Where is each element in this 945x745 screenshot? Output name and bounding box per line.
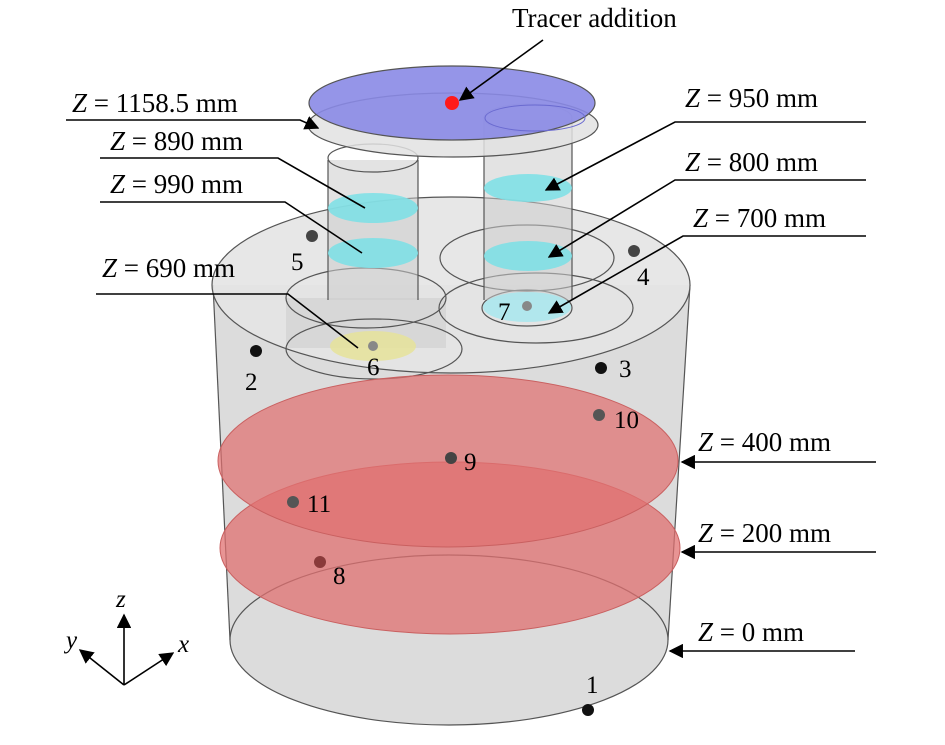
sensor-dot-5 bbox=[306, 230, 318, 242]
x-axis-label: x bbox=[177, 631, 189, 658]
plane-label-400: Z = 400 mm bbox=[698, 427, 831, 457]
plane-label-990: Z = 990 mm bbox=[110, 169, 243, 199]
y-axis bbox=[78, 649, 125, 686]
y-axis-label: y bbox=[63, 627, 78, 654]
sensor-dot-10 bbox=[593, 409, 605, 421]
sensor-dot-3 bbox=[595, 362, 607, 374]
sensor-labels: 1 2 3 4 5 6 7 8 9 10 11 bbox=[245, 249, 650, 699]
sensor-label-7: 7 bbox=[498, 299, 511, 326]
plane-leader-690 bbox=[96, 293, 359, 349]
sensor-dot-7 bbox=[522, 301, 532, 311]
plane-leader-890 bbox=[100, 157, 366, 209]
plane-label-700: Z = 700 mm bbox=[693, 203, 826, 233]
plane-label-200: Z = 200 mm bbox=[698, 518, 831, 548]
sensor-label-3: 3 bbox=[619, 356, 632, 383]
plane-label-890: Z = 890 mm bbox=[110, 126, 243, 156]
tracer-addition-label: Tracer addition bbox=[512, 3, 677, 33]
sensor-label-9: 9 bbox=[464, 449, 477, 476]
plane-label-690: Z = 690 mm bbox=[102, 253, 235, 283]
plane-label-0: Z = 0 mm bbox=[698, 617, 804, 647]
plane-leader-1158-5 bbox=[66, 116, 320, 130]
sensor-label-10: 10 bbox=[614, 407, 639, 434]
red-planes bbox=[217, 374, 681, 635]
tracer-arrow bbox=[458, 39, 544, 101]
sensor-dot-8 bbox=[314, 556, 326, 568]
plane-label-1158-5: Z = 1158.5 mm bbox=[72, 88, 238, 118]
x-axis bbox=[123, 652, 175, 686]
sensor-dot-9 bbox=[445, 452, 457, 464]
sensor-label-8: 8 bbox=[333, 563, 346, 590]
sensor-points bbox=[250, 230, 640, 716]
sensor-label-2: 2 bbox=[245, 369, 258, 396]
sensor-label-6: 6 bbox=[367, 354, 380, 381]
sensor-label-11: 11 bbox=[307, 491, 331, 518]
sensor-dot-4 bbox=[628, 245, 640, 257]
sensor-dot-2 bbox=[250, 345, 262, 357]
left-plane-labels: Z = 1158.5 mm Z = 890 mm Z = 990 mm Z = … bbox=[66, 88, 366, 349]
plane-leader-800 bbox=[547, 179, 866, 258]
sensor-label-4: 4 bbox=[637, 264, 650, 291]
inner-columns bbox=[285, 103, 634, 380]
plane-label-950: Z = 950 mm bbox=[685, 83, 818, 113]
sensor-label-5: 5 bbox=[291, 249, 304, 276]
coordinate-axes: z y x bbox=[63, 586, 189, 686]
sensor-label-1: 1 bbox=[586, 672, 599, 699]
sensor-dot-1 bbox=[582, 704, 594, 716]
plane-leader-700 bbox=[547, 235, 866, 314]
plane-leader-950 bbox=[544, 121, 866, 191]
sensor-dot-6 bbox=[368, 341, 378, 351]
plane-label-800: Z = 800 mm bbox=[685, 147, 818, 177]
sensor-dot-11 bbox=[287, 496, 299, 508]
right-plane-labels: Z = 950 mm Z = 800 mm Z = 700 mm Z = 400… bbox=[544, 83, 876, 659]
z-axis-label: z bbox=[115, 586, 126, 613]
top-plate bbox=[307, 65, 599, 158]
tracer-point bbox=[445, 96, 459, 110]
plane-leader-990 bbox=[100, 201, 363, 254]
